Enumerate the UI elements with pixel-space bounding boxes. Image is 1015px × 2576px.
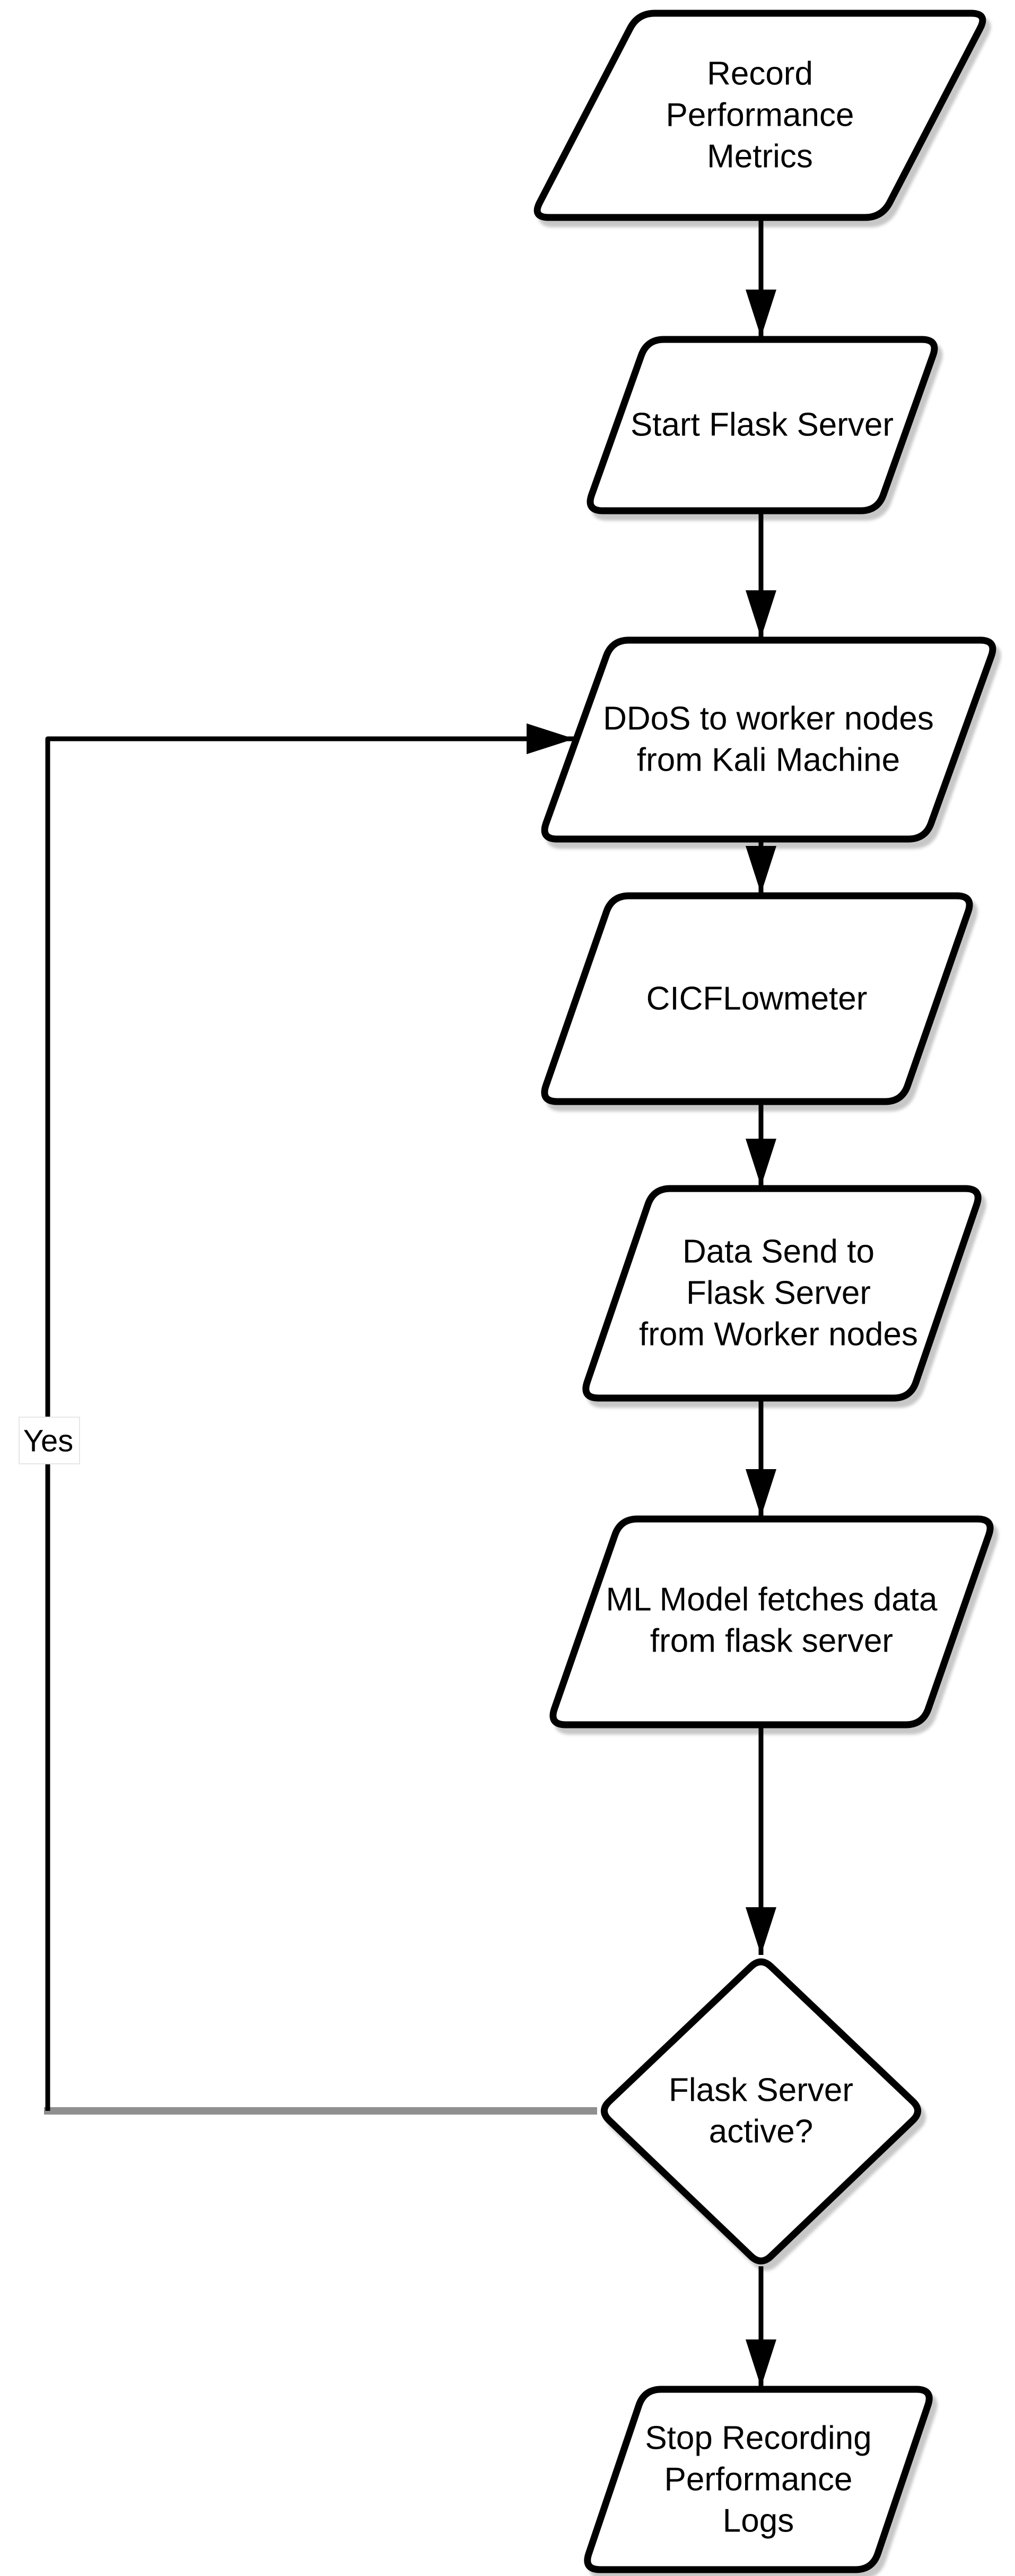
- node-ddos-worker-nodes-shape: [541, 636, 996, 843]
- node-ddos-worker-nodes: DDoS to worker nodes from Kali Machine: [541, 636, 996, 843]
- node-stop-recording-logs-label: Stop Recording: [645, 2420, 871, 2457]
- node-flask-server-active-decision-label: Flask Server: [669, 2072, 853, 2109]
- node-ml-model-fetch: ML Model fetches data from flask server: [549, 1515, 994, 1728]
- node-flask-server-active-decision: Flask Server active?: [600, 1958, 922, 2265]
- node-data-send-flask-shape: [582, 1185, 982, 1402]
- node-start-flask-server-label: Start Flask Server: [631, 407, 894, 443]
- yes-label: Yes: [23, 1424, 74, 1459]
- node-ml-model-fetch-label: from flask server: [650, 1623, 893, 1660]
- node-start-flask-server: Start Flask Server: [587, 336, 938, 514]
- node-flask-server-active-decision-shape: [600, 1958, 922, 2265]
- node-ddos-worker-nodes-label: DDoS to worker nodes: [603, 701, 934, 737]
- node-stop-recording-logs: Stop Recording Performance Logs: [584, 2386, 933, 2573]
- node-ml-model-fetch-label: ML Model fetches data: [606, 1582, 938, 1618]
- node-stop-recording-logs-label: Performance: [664, 2461, 853, 2498]
- node-start-flask-server-shape: [587, 336, 938, 514]
- node-stop-recording-logs-shape: [584, 2386, 933, 2573]
- node-flask-server-active-decision-label: active?: [709, 2114, 813, 2150]
- node-ml-model-fetch-shape: [549, 1515, 994, 1728]
- node-record-performance-metrics-label: Record: [707, 56, 813, 92]
- node-record-performance-metrics-shape: [533, 10, 986, 221]
- node-record-performance-metrics: Record Performance Metrics: [533, 10, 986, 221]
- node-cicflowmeter-label: CICFLowmeter: [646, 981, 868, 1017]
- edges: Yes: [19, 219, 776, 2387]
- node-data-send-flask: Data Send to Flask Server from Worker no…: [582, 1185, 982, 1402]
- node-cicflowmeter-shape: [541, 892, 973, 1105]
- yes-label-background: [19, 1417, 80, 1464]
- node-record-performance-metrics-label: Metrics: [707, 138, 813, 175]
- node-ddos-worker-nodes-label: from Kali Machine: [637, 742, 900, 779]
- node-data-send-flask-label: Data Send to: [682, 1234, 874, 1270]
- node-stop-recording-logs-label: Logs: [723, 2503, 794, 2539]
- node-data-send-flask-label: Flask Server: [686, 1275, 871, 1312]
- edge-label-yes: Yes: [19, 1417, 80, 1464]
- node-record-performance-metrics-label: Performance: [666, 97, 854, 134]
- edge-decision-yes-loop: [45, 723, 574, 2111]
- node-data-send-flask-label: from Worker nodes: [639, 1316, 918, 1353]
- node-cicflowmeter: CICFLowmeter: [541, 892, 973, 1105]
- nodes: Record Performance Metrics Start Flask S…: [533, 10, 996, 2573]
